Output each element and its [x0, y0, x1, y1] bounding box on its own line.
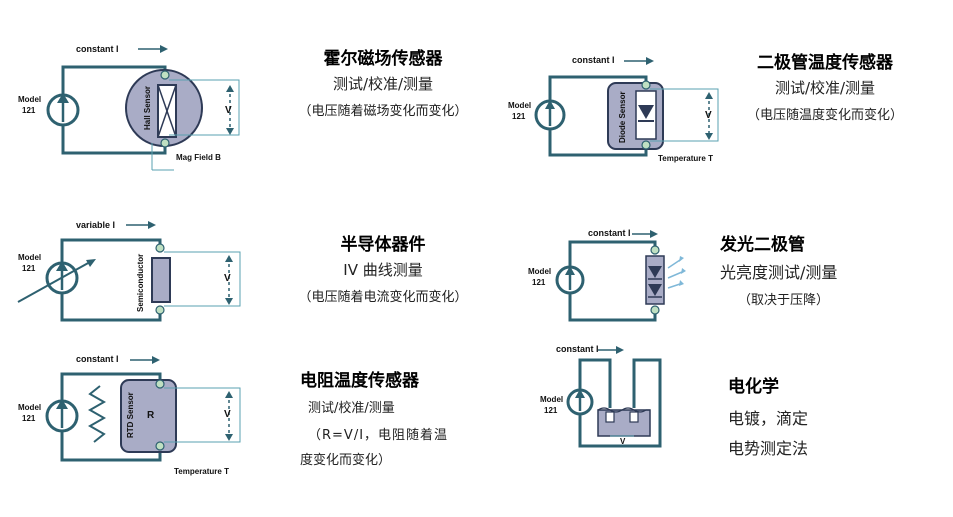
- rtd-sensor-body: [120, 379, 177, 453]
- voltage-lead: [169, 79, 240, 136]
- rtd-current-label: constant I: [76, 354, 119, 364]
- meter-model-label: Model: [18, 403, 41, 412]
- meter-number-label: 121: [22, 414, 36, 423]
- terminal-node: [641, 140, 651, 150]
- led-description: 发光二极管 光亮度测试/测量 （取决于压降）: [720, 230, 920, 308]
- meter-model-label: Model: [508, 101, 531, 110]
- hall-line2: （电压随着磁场变化而变化）: [298, 104, 468, 119]
- mag-field-label: Mag Field B: [176, 153, 221, 162]
- voltage-lead: [650, 88, 719, 142]
- meter-model-label: Model: [18, 95, 41, 104]
- hall-description: 霍尔磁场传感器 测试/校准/测量 （电压随着磁场变化而变化）: [278, 44, 488, 119]
- diode-description: 二极管温度传感器 测试/校准/测量 （电压随温度变化而变化）: [720, 48, 930, 123]
- diode-sensor-label: Diode Sensor: [618, 91, 627, 143]
- diode-current-label: constant I: [572, 55, 615, 65]
- chem-line2: 电势测定法: [728, 439, 809, 458]
- electrode: [629, 411, 639, 423]
- hall-sensor-circuit: constant I Model 121 Hall Sensor V Mag F…: [18, 44, 240, 171]
- chem-line1: 电镀，滴定: [728, 409, 809, 428]
- voltage-label: V: [620, 437, 626, 446]
- meter-model-label: Model: [540, 395, 563, 404]
- voltage-label: V: [225, 105, 232, 116]
- rtd-title: 电阻温度传感器: [300, 371, 419, 391]
- diode-title: 二极管温度传感器: [757, 53, 893, 73]
- semi-current-label: variable I: [76, 220, 115, 230]
- chem-description: 电化学 电镀，滴定 电势测定法: [728, 372, 908, 459]
- chem-current-label: constant I: [556, 344, 599, 354]
- terminal-node: [155, 305, 165, 315]
- meter-number-label: 121: [532, 278, 546, 287]
- terminal-node: [650, 245, 660, 255]
- electrochemistry-circuit: constant I Model 121 V: [540, 344, 662, 448]
- led-symbol-icon: [648, 266, 662, 278]
- led-circuit: constant I Model 121: [528, 228, 686, 322]
- semi-line1: IV 曲线测量: [343, 261, 423, 279]
- semi-line2: （电压随着电流变化而变化）: [298, 290, 468, 305]
- terminal-node: [160, 70, 170, 80]
- light-rays-icon: [667, 259, 683, 289]
- hall-current-label: constant I: [76, 44, 119, 54]
- variable-arrow: [17, 261, 91, 303]
- voltage-label: V: [224, 409, 231, 420]
- voltage-lead: [164, 387, 241, 443]
- terminal-node: [155, 379, 165, 389]
- terminal-node: [155, 441, 165, 451]
- rtd-line1: 测试/校准/测量: [308, 401, 395, 416]
- meter-number-label: 121: [22, 106, 36, 115]
- semiconductor-label: Semiconductor: [136, 254, 145, 312]
- hall-sensor-label: Hall Sensor: [143, 86, 152, 130]
- heat-zigzag-icon: [87, 385, 107, 443]
- rtd-description: 电阻温度传感器 测试/校准/测量 （R=V/I，电阻随着温 度变化而变化）: [300, 366, 500, 468]
- voltage-lead: [164, 251, 241, 307]
- semi-description: 半导体器件 IV 曲线测量 （电压随着电流变化而变化）: [278, 230, 488, 305]
- temperature-label: Temperature T: [658, 154, 713, 163]
- voltage-label: V: [224, 273, 231, 284]
- hall-title: 霍尔磁场传感器: [323, 49, 443, 69]
- terminal-node: [160, 138, 170, 148]
- electrode: [605, 411, 615, 423]
- meter-model-label: Model: [528, 267, 551, 276]
- diode-sensor-circuit: constant I Model 121 Diode Sensor V Temp…: [508, 55, 719, 163]
- diode-symbol-icon: [638, 105, 654, 119]
- diode-line2: （电压随温度变化而变化）: [746, 108, 903, 123]
- resistance-label: R: [147, 410, 155, 421]
- meter-number-label: 121: [22, 264, 36, 273]
- semi-title: 半导体器件: [340, 235, 426, 255]
- led-title: 发光二极管: [720, 235, 805, 255]
- semiconductor-element: [151, 257, 171, 303]
- rtd-sensor-circuit: constant I Model 121 RTD Sensor R V Temp…: [18, 354, 241, 476]
- diode-line1: 测试/校准/测量: [774, 79, 876, 97]
- meter-number-label: 121: [544, 406, 558, 415]
- terminal-node: [155, 243, 165, 253]
- semiconductor-circuit: variable I Model 121 Semiconductor V: [17, 220, 241, 322]
- led-line1: 光亮度测试/测量: [720, 263, 838, 282]
- meter-model-label: Model: [18, 253, 41, 262]
- terminal-node: [650, 305, 660, 315]
- rtd-sensor-label: RTD Sensor: [126, 392, 135, 438]
- circuit-wire: [578, 358, 662, 448]
- current-arrow-head: [160, 45, 168, 53]
- terminal-node: [641, 80, 651, 90]
- rtd-line2: （R=V/I，电阻随着温: [308, 428, 449, 443]
- meter-number-label: 121: [512, 112, 526, 121]
- voltage-label: V: [705, 110, 712, 121]
- led-line2: （取决于压降）: [738, 293, 830, 308]
- temperature-label: Temperature T: [174, 467, 229, 476]
- hall-line1: 测试/校准/测量: [332, 75, 434, 93]
- led-current-label: constant I: [588, 228, 631, 238]
- chem-title: 电化学: [728, 377, 779, 397]
- rtd-line3: 度变化而变化）: [300, 453, 392, 468]
